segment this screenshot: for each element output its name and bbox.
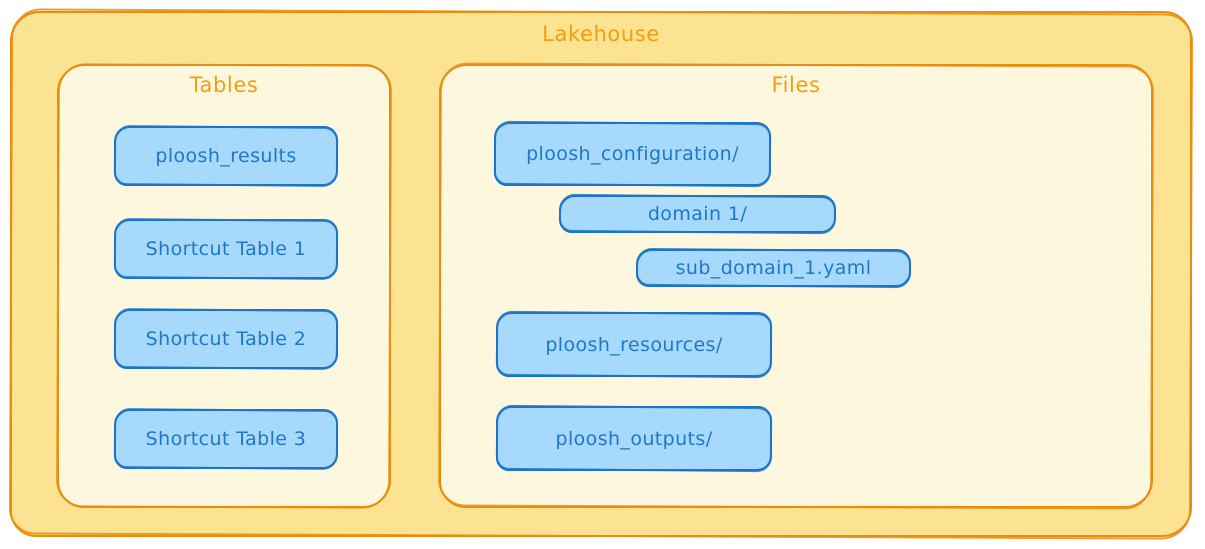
files-section-title: Files [771, 73, 821, 97]
lakehouse-title: Lakehouse [542, 22, 660, 46]
table-node-shortcut-table-1: Shortcut Table 1 [114, 219, 338, 279]
table-node-shortcut-table-2: Shortcut Table 2 [114, 309, 338, 369]
files-section: Files ploosh_configuration/ domain 1/ su… [439, 64, 1153, 508]
file-node-ploosh-configuration: ploosh_configuration/ [494, 122, 771, 186]
lakehouse-container: Lakehouse Tables ploosh_results Shortcut… [10, 11, 1192, 537]
file-node-sub-domain-1-yaml: sub_domain_1.yaml [636, 249, 911, 287]
table-node-shortcut-table-3: Shortcut Table 3 [114, 409, 338, 469]
table-node-ploosh-results: ploosh_results [114, 126, 338, 186]
tables-section: Tables ploosh_results Shortcut Table 1 S… [57, 64, 391, 508]
file-node-domain-1: domain 1/ [559, 195, 836, 233]
file-node-ploosh-resources: ploosh_resources/ [496, 312, 772, 377]
tables-section-title: Tables [189, 73, 259, 97]
file-node-ploosh-outputs: ploosh_outputs/ [496, 406, 772, 471]
